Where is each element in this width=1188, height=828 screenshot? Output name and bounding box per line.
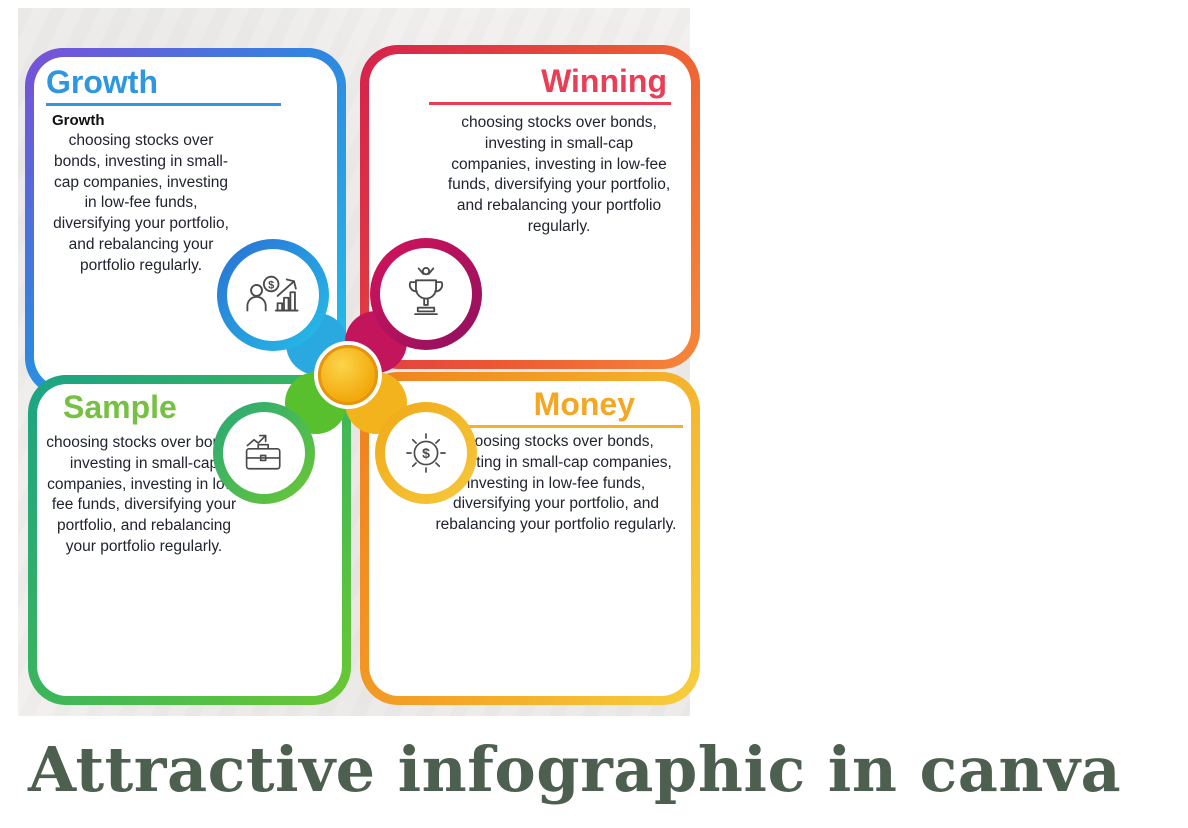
card-sample: Sample choosing stocks over bonds, inves… <box>28 375 351 705</box>
growth-underline <box>46 103 281 107</box>
infographic-panel: Growth Growth choosing stocks over bonds… <box>18 8 700 716</box>
growth-subheading: Growth <box>52 112 105 130</box>
winning-body-text: choosing stocks over bonds, investing in… <box>447 114 671 236</box>
growth-body-text: choosing stocks over bonds, investing in… <box>53 132 229 274</box>
trophy-winner-icon <box>380 248 472 340</box>
money-body-text: choosing stocks over bonds, investing in… <box>435 433 677 534</box>
card-sample-inner: Sample choosing stocks over bonds, inves… <box>37 384 342 696</box>
center-hub-circle <box>318 345 378 405</box>
winning-underline <box>429 102 671 106</box>
svg-text:$: $ <box>268 280 274 292</box>
card-growth: Growth Growth choosing stocks over bonds… <box>25 48 346 396</box>
money-heading: Money <box>533 386 635 422</box>
briefcase-growth-arrow-icon <box>223 412 305 494</box>
money-underline <box>455 425 683 429</box>
sample-icon-badge <box>213 402 315 504</box>
winning-icon-badge <box>370 238 482 350</box>
page-title: Attractive infographic in canva <box>28 733 1122 806</box>
svg-text:$: $ <box>422 445 430 461</box>
card-growth-inner: Growth Growth choosing stocks over bonds… <box>34 57 337 387</box>
investor-growth-chart-icon: $ <box>227 249 319 341</box>
sample-body-text: choosing stocks over bonds, investing in… <box>46 434 242 556</box>
sample-heading: Sample <box>63 389 177 425</box>
growth-heading: Growth <box>46 64 158 100</box>
dollar-network-icon: $ <box>385 412 467 494</box>
money-icon-badge: $ <box>375 402 477 504</box>
winning-heading: Winning <box>541 63 667 99</box>
growth-icon-badge: $ <box>217 239 329 351</box>
